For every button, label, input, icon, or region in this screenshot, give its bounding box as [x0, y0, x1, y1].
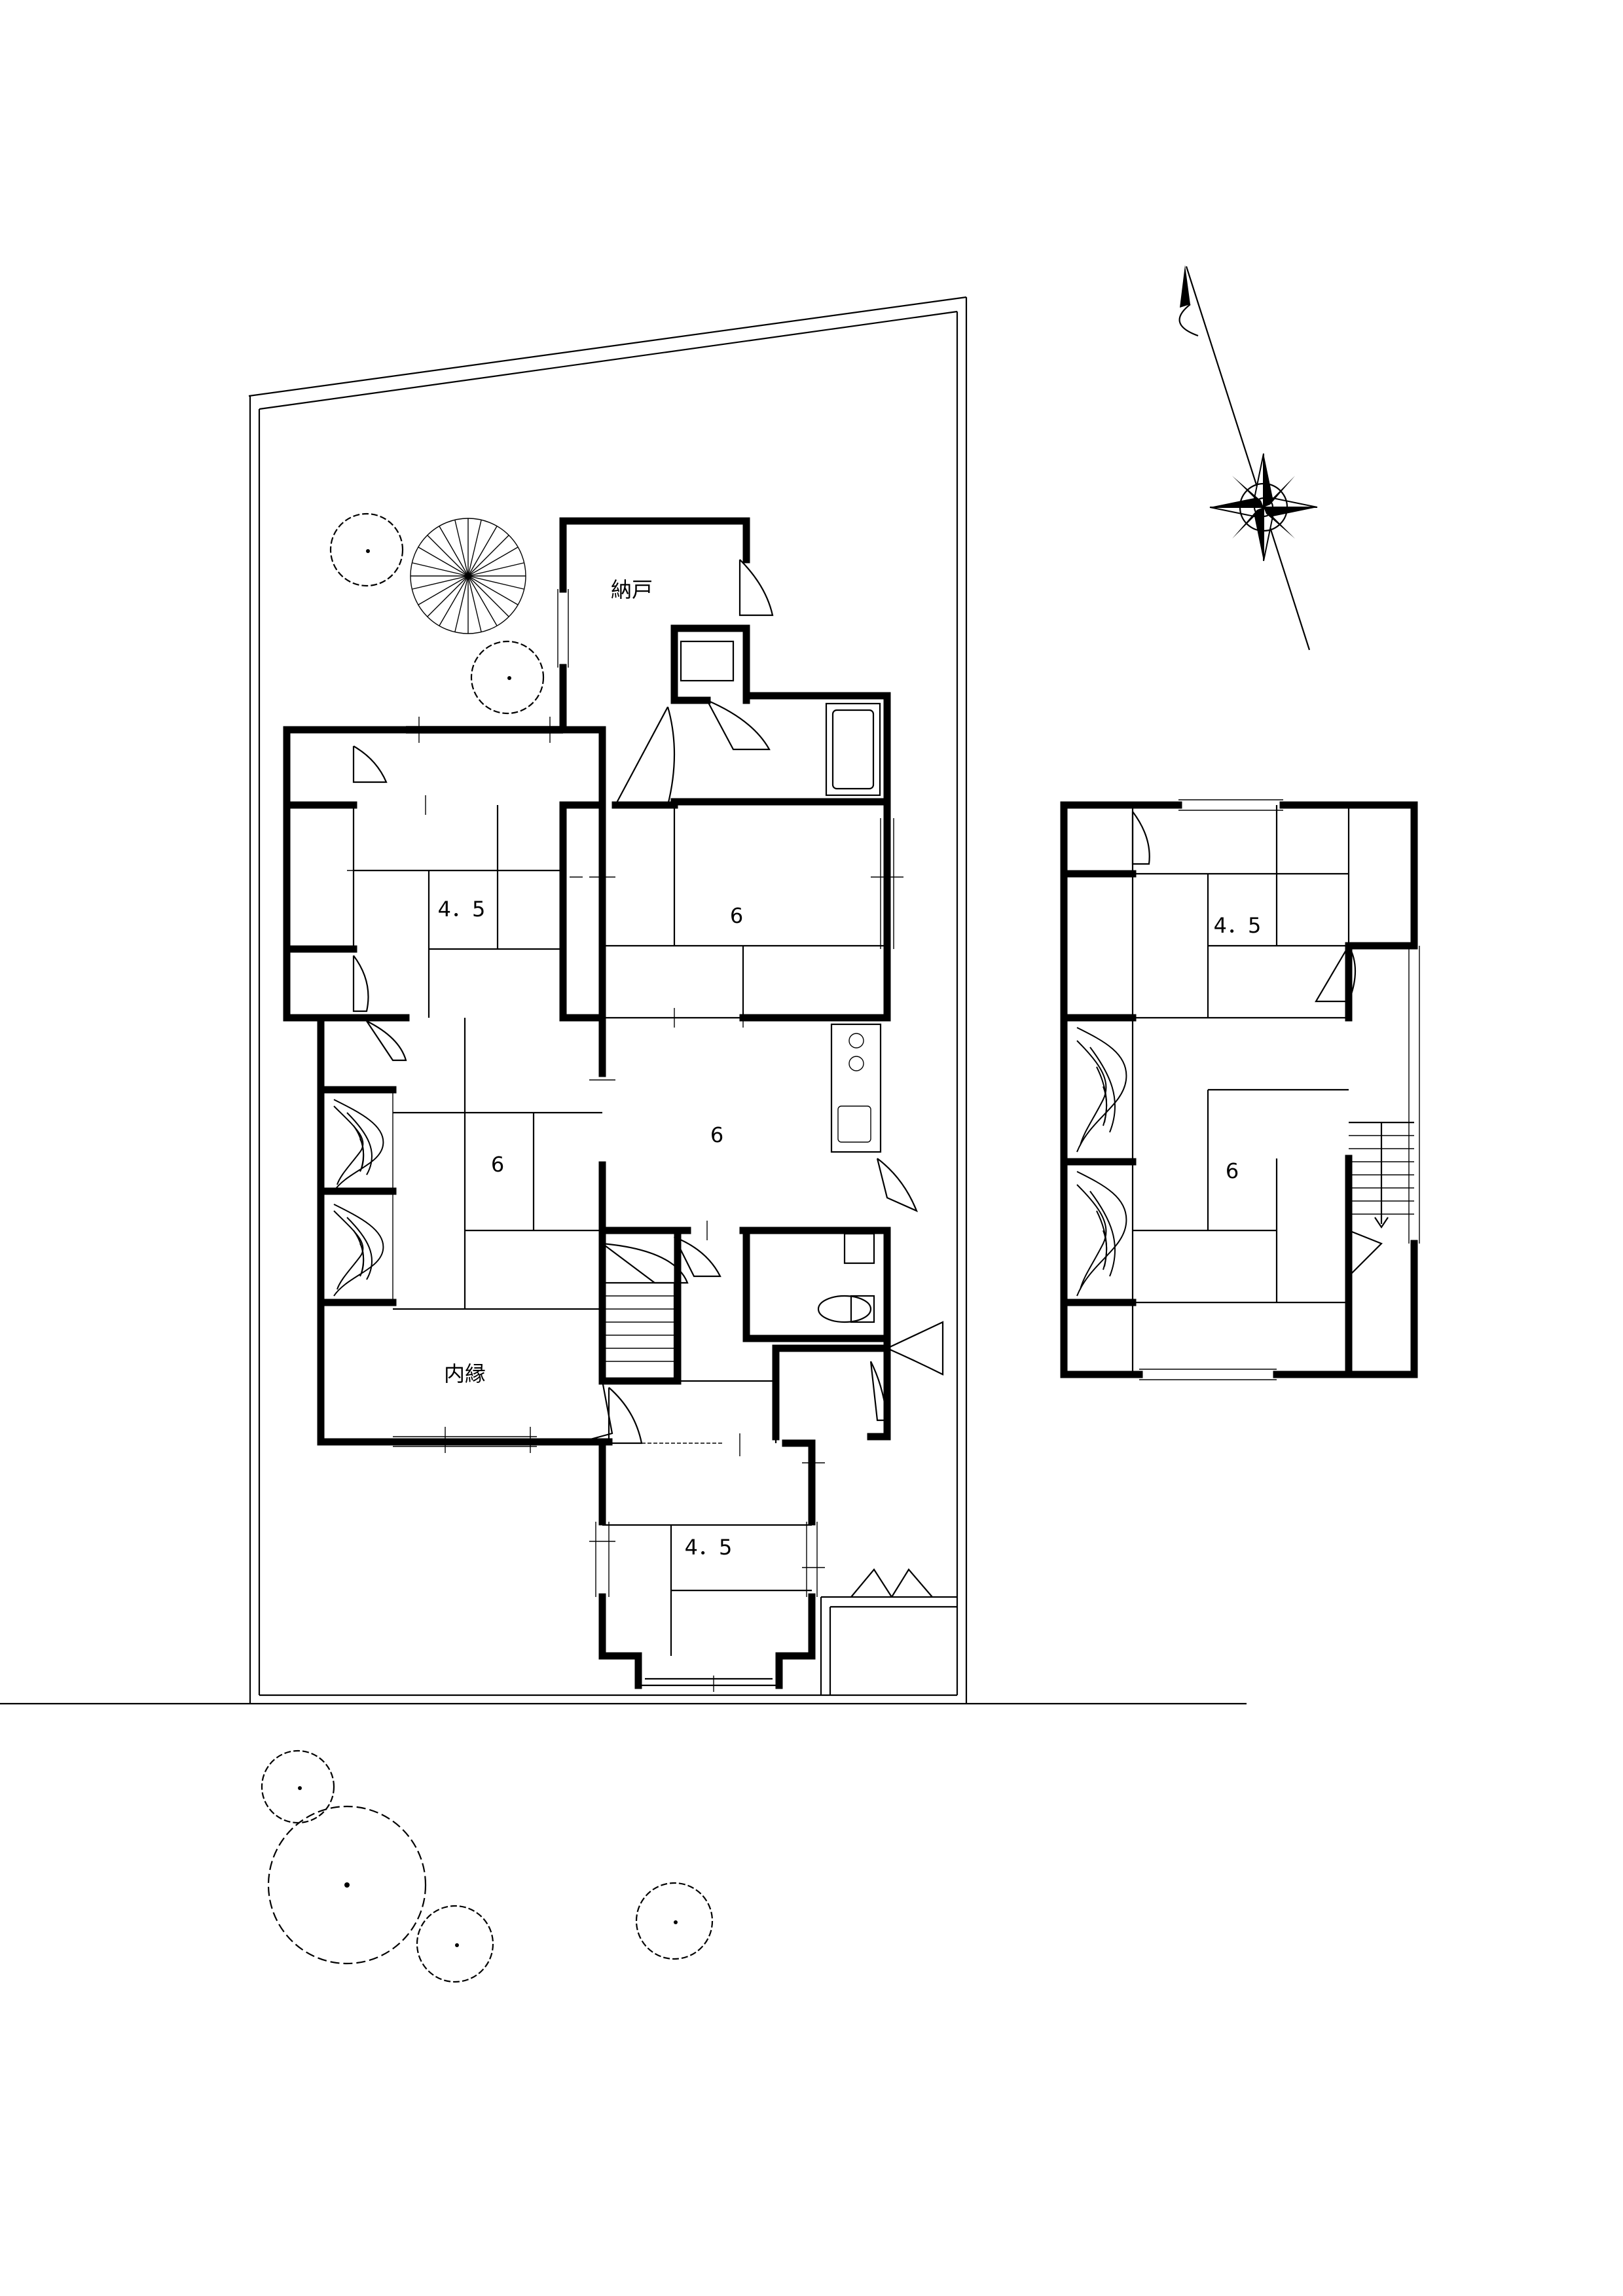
tree-icon [261, 512, 714, 1983]
floor2-doors [1131, 811, 1383, 1277]
stairs-icon [601, 1282, 676, 1382]
room-label-4-5-west: 4．5 [438, 897, 486, 922]
room-label-floor2-6: 6 [1226, 1158, 1239, 1183]
closet-woodgrain [333, 1099, 384, 1297]
site-boundary [0, 296, 1247, 1705]
floor2-stairs-icon [1349, 1121, 1414, 1229]
floor2-walls [1060, 799, 1420, 1380]
room-labels: 納戸 4．5 6 6 6 内縁 4．5 4．5 6 [438, 577, 1262, 1560]
floor1-walls [283, 517, 894, 1689]
floor2-tatami-lines [1133, 805, 1350, 1304]
kitchen-counter [830, 1023, 882, 1153]
toilet-icon [817, 1232, 875, 1323]
floor2-closets [1076, 1027, 1127, 1297]
room-label-4-5-south: 4．5 [685, 1535, 733, 1560]
room-label-storage: 納戸 [611, 577, 653, 602]
room-label-6-west: 6 [491, 1152, 504, 1177]
room-label-floor2-4-5: 4．5 [1214, 913, 1262, 938]
compass-rose-icon [1178, 265, 1318, 651]
room-label-6-dining: 6 [710, 1122, 723, 1147]
floor1-doors [352, 559, 944, 1444]
floor1-ticks [347, 717, 903, 1692]
room-label-6-north: 6 [730, 903, 743, 928]
room-label-veranda: 内縁 [444, 1361, 486, 1386]
floor1-tatami-lines [352, 805, 887, 1656]
